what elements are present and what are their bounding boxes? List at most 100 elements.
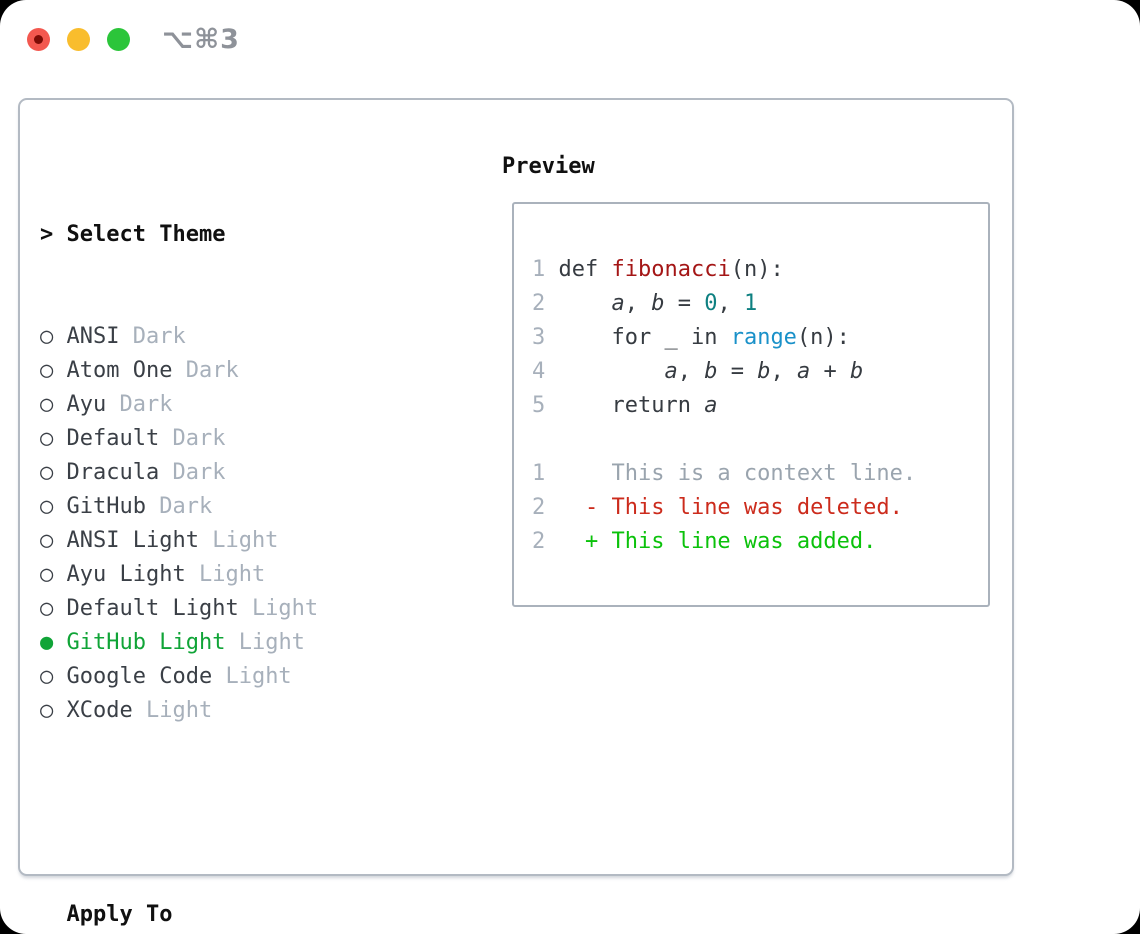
text — [186, 562, 199, 587]
theme-variant-badge: Dark — [185, 358, 239, 383]
radio-selected-icon: ● — [40, 630, 54, 655]
text — [199, 528, 212, 553]
radio-unselected-icon: ○ — [40, 358, 54, 383]
theme-option-google-code[interactable]: ○ Google Code Light — [40, 660, 411, 694]
spacer — [40, 796, 411, 830]
theme-option-atom-one[interactable]: ○ Atom One Dark — [40, 354, 411, 388]
theme-option-default[interactable]: ○ Default Dark — [40, 422, 411, 456]
theme-variant-badge: Light — [198, 562, 266, 587]
text — [225, 630, 238, 655]
code-token: This is a context line. — [545, 461, 917, 486]
theme-option-xcode[interactable]: ○ XCode Light — [40, 694, 411, 728]
text — [212, 664, 225, 689]
theme-option-ayu[interactable]: ○ Ayu Dark — [40, 388, 411, 422]
code-token: fibonacci — [611, 257, 731, 282]
theme-name: Atom One — [66, 358, 173, 383]
text — [119, 324, 132, 349]
close-button-dot — [34, 34, 43, 44]
code-token: , — [677, 359, 705, 384]
radio-unselected-icon: ○ — [40, 562, 54, 587]
radio-unselected-icon: ○ — [40, 426, 54, 451]
theme-option-ayu-light[interactable]: ○ Ayu Light Light — [40, 558, 411, 592]
code-token: , — [770, 359, 797, 384]
line-number: 2 — [532, 291, 612, 316]
text — [53, 528, 66, 553]
code-preview: 1 def fibonacci(n): 2 a, b = 0, 1 3 for _ … — [532, 253, 916, 559]
text — [53, 358, 66, 383]
theme-name: Default — [66, 426, 160, 451]
theme-option-default-light[interactable]: ○ Default Light Light — [40, 592, 411, 626]
theme-variant-badge: Dark — [119, 392, 173, 417]
radio-unselected-icon: ○ — [40, 324, 54, 349]
preview-header: Preview — [502, 150, 595, 184]
code-token: a — [611, 291, 625, 316]
line-number: 1 — [532, 461, 546, 486]
code-token: (n): — [796, 325, 850, 350]
line-number: 3 — [532, 325, 612, 350]
code-token: b — [757, 359, 771, 384]
theme-variant-badge: Light — [145, 698, 213, 723]
text — [53, 664, 66, 689]
code-token: a — [664, 359, 678, 384]
line-number: 5 — [532, 393, 612, 418]
theme-variant-badge: Dark — [172, 460, 226, 485]
code-token: + — [810, 359, 850, 384]
radio-unselected-icon: ○ — [40, 698, 54, 723]
prompt-caret: > — [40, 222, 54, 247]
code-line-9: 2 + This line was added. — [532, 525, 916, 559]
code-line-1: 1 def fibonacci(n): — [532, 253, 916, 287]
apply-to-header: Apply To — [40, 898, 411, 932]
code-token: = — [664, 291, 705, 316]
line-number: 2 — [532, 529, 546, 554]
text — [53, 460, 66, 485]
theme-picker: > Select Theme ○ ANSI Dark○ Atom One Dar… — [40, 150, 411, 934]
text — [133, 698, 146, 723]
code-token: a — [704, 393, 718, 418]
theme-name: Google Code — [66, 664, 213, 689]
text — [172, 358, 185, 383]
minimize-button[interactable] — [67, 27, 90, 51]
code-token: - This line was deleted. — [545, 495, 903, 520]
close-button[interactable] — [27, 27, 50, 51]
theme-name: Default Light — [66, 596, 239, 621]
text — [53, 562, 66, 587]
code-line-3: 3 for _ in range(n): — [532, 321, 916, 355]
preview-header-label: Preview — [502, 154, 595, 179]
theme-list: ○ ANSI Dark○ Atom One Dark○ Ayu Dark○ De… — [40, 320, 411, 728]
select-theme-header: > Select Theme — [40, 218, 411, 252]
theme-name: Dracula — [66, 460, 160, 485]
text — [159, 426, 172, 451]
theme-option-github-light[interactable]: ● GitHub Light Light — [40, 626, 411, 660]
theme-variant-badge: Dark — [132, 324, 186, 349]
theme-option-ansi-light[interactable]: ○ ANSI Light Light — [40, 524, 411, 558]
preview-box: 1 def fibonacci(n): 2 a, b = 0, 1 3 for _ … — [512, 202, 990, 607]
theme-variant-badge: Dark — [159, 494, 213, 519]
code-line-8: 2 - This line was deleted. — [532, 491, 916, 525]
theme-option-dracula[interactable]: ○ Dracula Dark — [40, 456, 411, 490]
code-token: + This line was added. — [545, 529, 877, 554]
window-title: ⌥⌘3 — [162, 23, 240, 55]
radio-unselected-icon: ○ — [40, 528, 54, 553]
text — [53, 494, 66, 519]
theme-variant-badge: Dark — [172, 426, 226, 451]
code-line-5: 5 return a — [532, 389, 916, 423]
text — [159, 460, 172, 485]
theme-name: GitHub — [66, 494, 146, 519]
apply-to-header-label: Apply To — [66, 902, 173, 927]
zoom-button[interactable] — [107, 27, 130, 51]
theme-option-github[interactable]: ○ GitHub Dark — [40, 490, 411, 524]
theme-variant-badge: Light — [212, 528, 279, 553]
text — [53, 630, 66, 655]
theme-variant-badge: Light — [238, 630, 305, 655]
text — [146, 494, 159, 519]
text — [53, 596, 66, 621]
code-token: , — [717, 291, 744, 316]
theme-option-ansi[interactable]: ○ ANSI Dark — [40, 320, 411, 354]
window-titlebar: ⌥⌘3 — [0, 0, 1140, 78]
code-token: 0 — [704, 291, 718, 316]
code-line-6 — [532, 423, 916, 457]
radio-unselected-icon: ○ — [40, 460, 54, 485]
theme-name: Ayu Light — [66, 562, 186, 587]
